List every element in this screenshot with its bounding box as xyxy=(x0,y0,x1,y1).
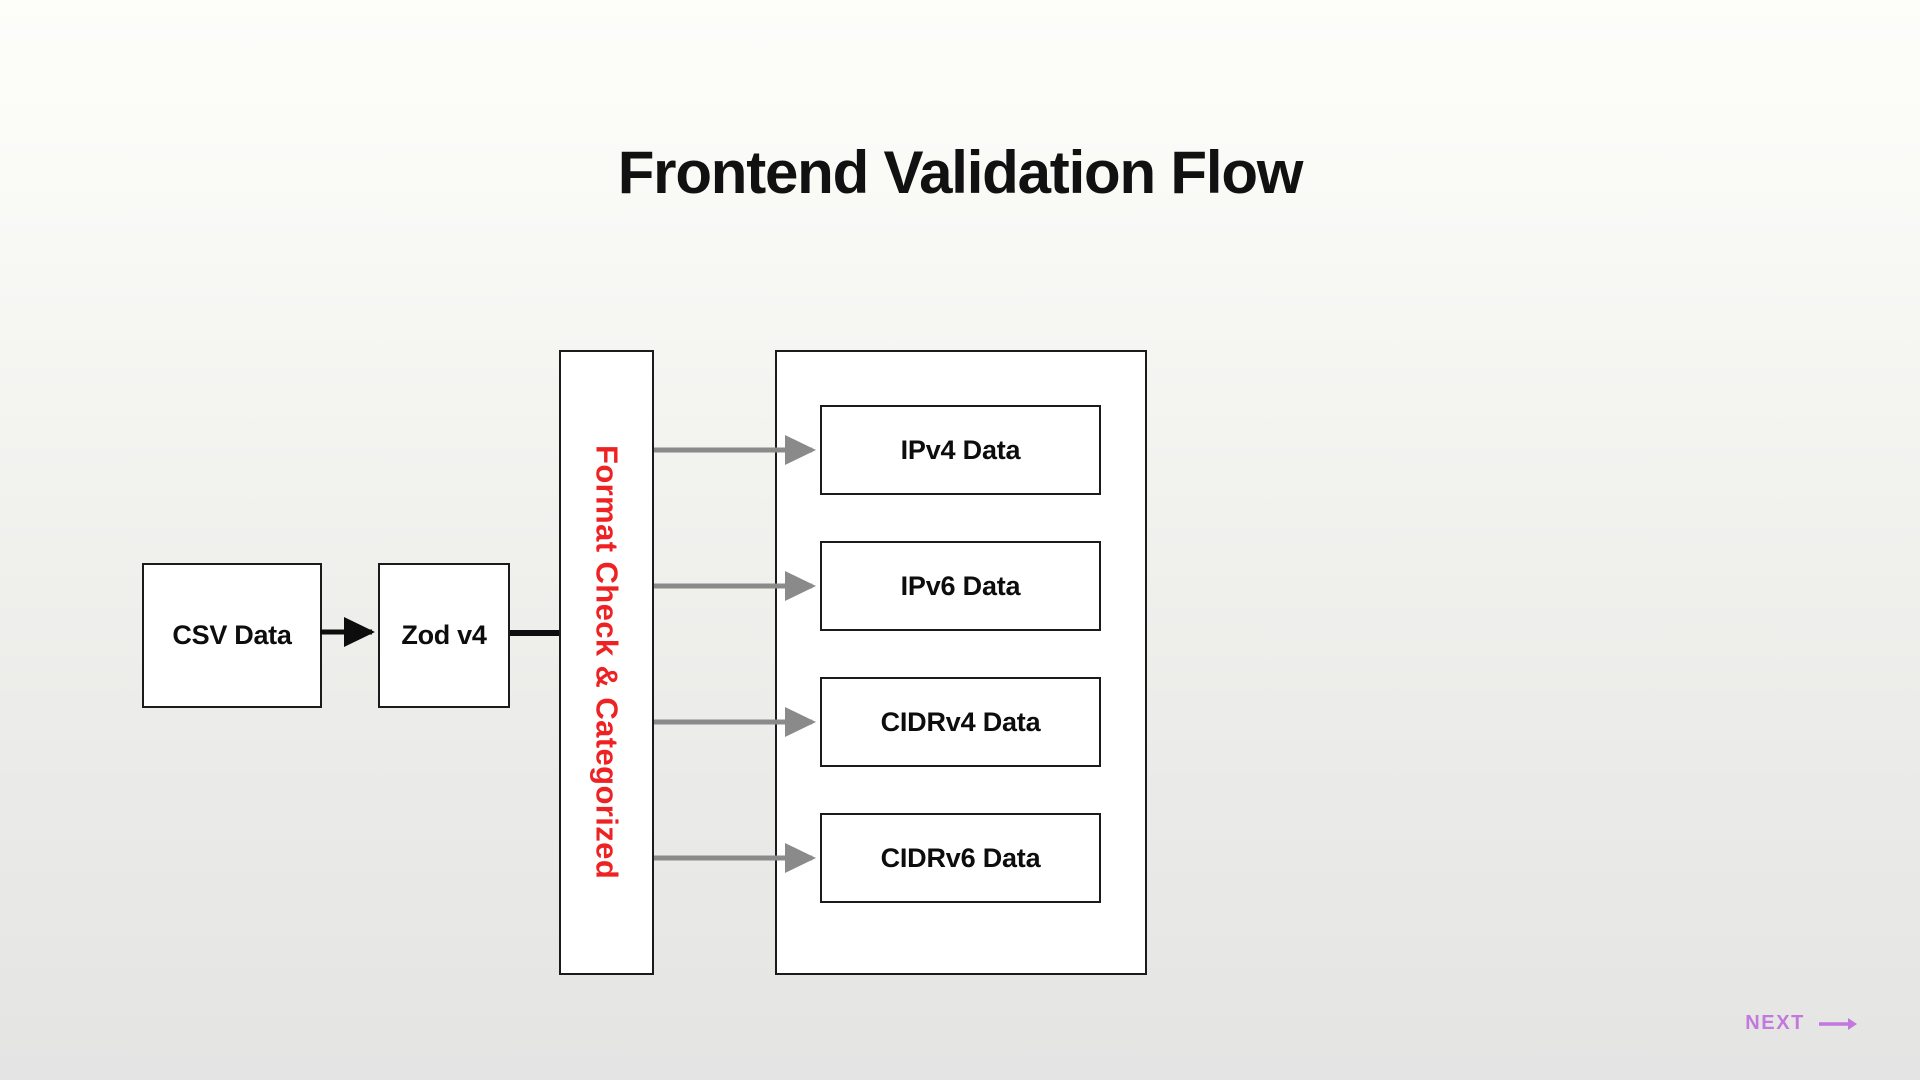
connector-branch-arrows xyxy=(654,435,816,873)
node-csv-data-label: CSV Data xyxy=(172,620,292,650)
node-cidrv4-data[interactable]: CIDRv4 Data xyxy=(820,677,1101,767)
node-ipv6-data-label: IPv6 Data xyxy=(900,570,1021,601)
node-cidrv6-data-label: CIDRv6 Data xyxy=(880,842,1041,873)
node-format-check-band[interactable]: Format Check & Categorized xyxy=(559,350,654,975)
connector-zod-to-format-band xyxy=(510,630,561,636)
node-format-check-label: Format Check & Categorized xyxy=(589,445,625,880)
node-zod-v4-label: Zod v4 xyxy=(401,620,487,650)
node-csv-data[interactable]: CSV Data xyxy=(142,563,322,708)
node-zod-v4[interactable]: Zod v4 xyxy=(378,563,510,708)
connector-csv-to-zod xyxy=(320,617,376,647)
next-button-label: NEXT xyxy=(1745,1012,1805,1034)
node-ipv4-data[interactable]: IPv4 Data xyxy=(820,405,1101,495)
next-button[interactable]: NEXT xyxy=(1745,1012,1860,1035)
node-ipv4-data-label: IPv4 Data xyxy=(900,434,1021,465)
page-title: Frontend Validation Flow xyxy=(617,139,1304,206)
node-cidrv4-data-label: CIDRv4 Data xyxy=(880,706,1041,737)
node-ipv6-data[interactable]: IPv6 Data xyxy=(820,541,1101,631)
arrow-right-icon xyxy=(1819,1017,1857,1030)
node-cidrv6-data[interactable]: CIDRv6 Data xyxy=(820,813,1101,903)
